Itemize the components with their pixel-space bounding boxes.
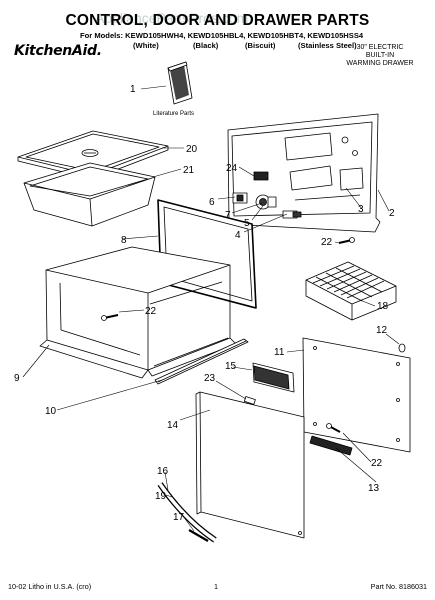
- page-title: CONTROL, DOOR AND DRAWER PARTS: [65, 12, 370, 29]
- part-literature: [167, 61, 193, 105]
- description-line: 30" ELECTRIC: [356, 44, 404, 51]
- product-description: 30" ELECTRIC BUILT-IN WARMING DRAWER: [335, 44, 425, 68]
- part-hinge: [309, 435, 353, 456]
- color-white: (White): [133, 41, 159, 50]
- callout-7: 7: [225, 210, 231, 221]
- callout-24: 24: [226, 163, 238, 174]
- part-handle: [157, 482, 217, 543]
- part-wire-rack: [305, 261, 397, 321]
- callout-11: 11: [274, 347, 285, 358]
- part-drawer: [39, 246, 237, 379]
- part-inner-door-panel: [302, 337, 411, 453]
- callout-21: 21: [183, 165, 195, 176]
- callout-23: 23: [204, 373, 216, 384]
- part-screw: [326, 423, 341, 433]
- part-screw: [101, 314, 119, 321]
- callout-17: 17: [173, 512, 185, 523]
- callout-5: 5: [244, 218, 250, 229]
- callout-9: 9: [14, 373, 20, 384]
- callout-22: 22: [145, 306, 157, 317]
- part-label: [253, 171, 269, 181]
- callout-6: 6: [209, 197, 215, 208]
- leader-lines: [22, 85, 400, 532]
- callout-15: 15: [225, 361, 237, 372]
- part-clip: [243, 396, 256, 405]
- part-screw: [338, 237, 355, 244]
- part-handle-screw: [188, 529, 209, 542]
- color-stainless: (Stainless Steel): [298, 41, 357, 50]
- callout-18: 18: [377, 301, 389, 312]
- callout-1: 1: [130, 84, 136, 95]
- callout-19: 19: [155, 491, 167, 502]
- part-bumper: [398, 343, 406, 353]
- part-switch: [232, 192, 248, 204]
- part-door-panel: [195, 391, 305, 539]
- callout-numbers: 1 2 3 4 5 6 7 8 9 10 11 12 13 14 15 16 1…: [14, 84, 395, 523]
- description-line: WARMING DRAWER: [346, 60, 414, 67]
- literature-label: Literature Parts: [153, 111, 194, 117]
- callout-8: 8: [121, 235, 127, 246]
- part-slide-rail: [154, 338, 249, 385]
- footer-part-number: Part No. 8186031: [370, 582, 427, 591]
- callout-13: 13: [368, 483, 380, 494]
- color-biscuit: (Biscuit): [245, 41, 276, 50]
- callout-12: 12: [376, 325, 388, 336]
- footer-page-number: 1: [214, 582, 218, 591]
- part-control-knob: [255, 194, 277, 210]
- footer-litho: 10-02 Litho in U.S.A. (cro): [8, 582, 92, 591]
- watermark: AppliancePartsPros.com: [95, 10, 249, 26]
- part-control-panel: [252, 362, 295, 393]
- callout-20: 20: [186, 144, 198, 155]
- part-pan-lid: [17, 130, 169, 180]
- callout-22: 22: [321, 237, 333, 248]
- brand-logo: KitchenAid.: [14, 43, 102, 59]
- part-thermostat: [282, 210, 302, 219]
- callout-14: 14: [167, 420, 179, 431]
- callout-16: 16: [157, 466, 169, 477]
- description-line: BUILT-IN: [365, 52, 395, 59]
- callout-3: 3: [358, 204, 364, 215]
- part-pan: [23, 162, 156, 227]
- model-list: For Models: KEWD105HWH4, KEWD105HBL4, KE…: [80, 31, 364, 40]
- callout-4: 4: [235, 230, 241, 241]
- callout-10: 10: [45, 406, 57, 417]
- callout-22: 22: [371, 458, 383, 469]
- callout-2: 2: [389, 208, 395, 219]
- color-black: (Black): [193, 41, 219, 50]
